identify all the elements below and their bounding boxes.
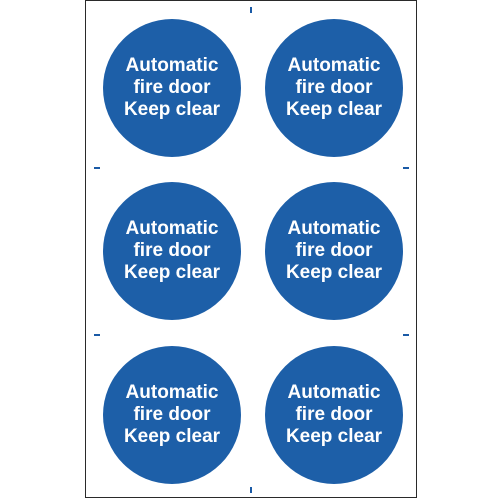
sign-text: Automatic fire door Keep clear [123, 382, 221, 447]
mandatory-sign-1: Automatic fire door Keep clear [103, 19, 241, 157]
registration-mark-right-upper [403, 167, 409, 169]
sign-sheet: Automatic fire door Keep clear Automatic… [85, 0, 417, 498]
sign-text: Automatic fire door Keep clear [123, 55, 221, 120]
mandatory-sign-2: Automatic fire door Keep clear [265, 19, 403, 157]
mandatory-sign-4: Automatic fire door Keep clear [265, 182, 403, 320]
registration-mark-right-lower [403, 334, 409, 336]
sign-text: Automatic fire door Keep clear [285, 55, 383, 120]
sign-text: Automatic fire door Keep clear [285, 218, 383, 283]
registration-mark-bottom [250, 487, 252, 493]
sign-text: Automatic fire door Keep clear [285, 382, 383, 447]
mandatory-sign-6: Automatic fire door Keep clear [265, 346, 403, 484]
registration-mark-top [250, 7, 252, 13]
registration-mark-left-lower [94, 334, 100, 336]
mandatory-sign-5: Automatic fire door Keep clear [103, 346, 241, 484]
mandatory-sign-3: Automatic fire door Keep clear [103, 182, 241, 320]
registration-mark-left-upper [94, 167, 100, 169]
sign-text: Automatic fire door Keep clear [123, 218, 221, 283]
